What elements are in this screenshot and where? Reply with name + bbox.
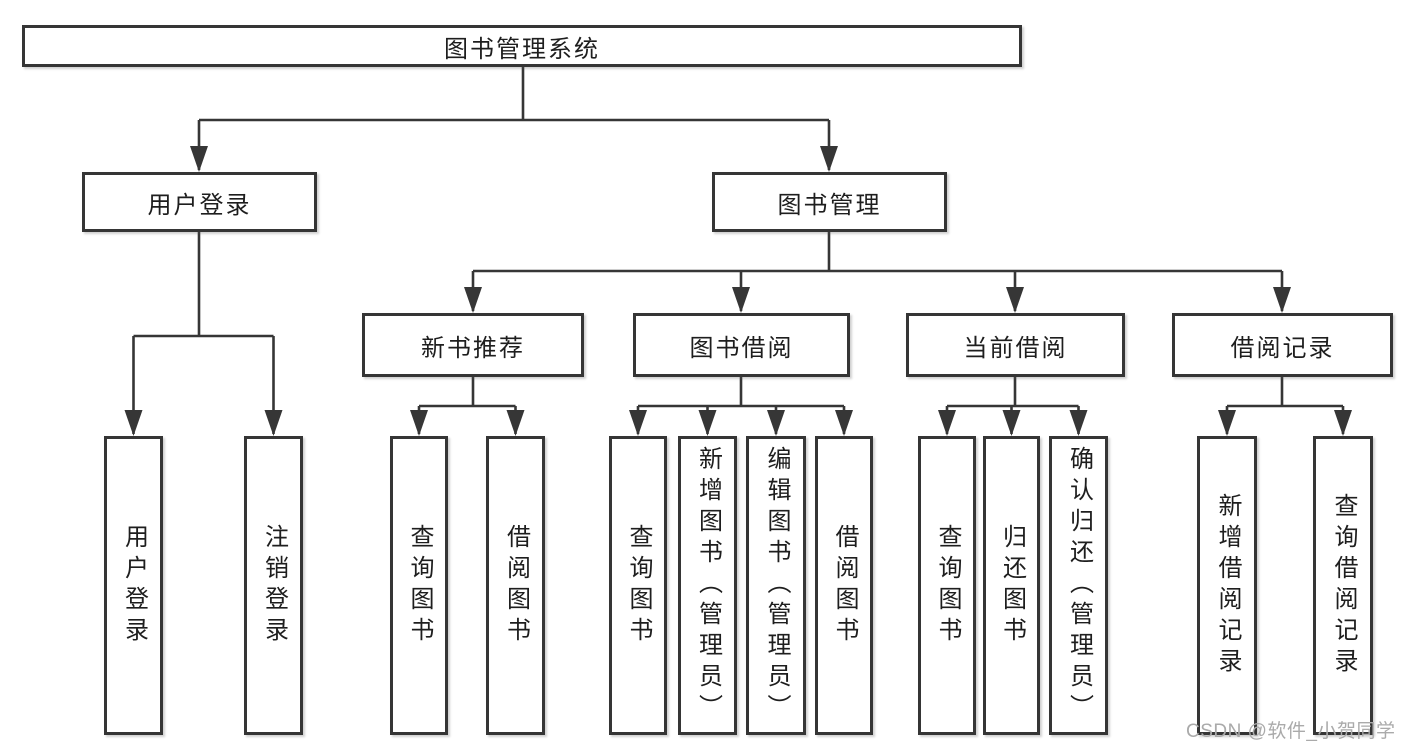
leaf-confirm-return-admin-label: 确认归还（管理员） xyxy=(1065,446,1093,725)
leaf-edit-book-admin-label: 编辑图书（管理员） xyxy=(763,446,790,725)
leaf-query-books-recommend-label: 查询图书 xyxy=(406,523,433,648)
leaf-return-book: 归还图书 xyxy=(983,436,1040,735)
leaf-confirm-return-admin: 确认归还（管理员） xyxy=(1049,436,1108,735)
node-new-book-recommend: 新书推荐 xyxy=(362,313,584,377)
leaf-user-login-label: 用户登录 xyxy=(120,523,148,648)
node-root-label: 图书管理系统 xyxy=(444,35,600,63)
node-book-management-label: 图书管理 xyxy=(777,191,882,219)
node-book-borrow: 图书借阅 xyxy=(633,313,850,377)
node-current-borrow: 当前借阅 xyxy=(906,313,1125,377)
leaf-return-book-label: 归还图书 xyxy=(998,523,1026,648)
leaf-query-books-current-label: 查询图书 xyxy=(934,523,961,648)
node-new-book-recommend-label: 新书推荐 xyxy=(421,334,525,362)
node-borrow-records: 借阅记录 xyxy=(1172,313,1393,377)
leaf-add-book-admin-label: 新增图书（管理员） xyxy=(694,446,722,725)
leaf-query-books-recommend: 查询图书 xyxy=(390,436,448,735)
node-user-login-label: 用户登录 xyxy=(147,191,252,219)
leaf-query-borrow-record: 查询借阅记录 xyxy=(1313,436,1373,735)
leaf-query-borrow-record-label: 查询借阅记录 xyxy=(1330,492,1357,679)
leaf-borrow-books: 借阅图书 xyxy=(815,436,873,735)
node-borrow-records-label: 借阅记录 xyxy=(1230,334,1335,362)
node-book-borrow-label: 图书借阅 xyxy=(689,334,794,362)
leaf-edit-book-admin: 编辑图书（管理员） xyxy=(746,436,806,735)
leaf-query-books-current: 查询图书 xyxy=(918,436,976,735)
leaf-logout-label: 注销登录 xyxy=(260,523,288,648)
node-root: 图书管理系统 xyxy=(22,25,1022,67)
node-current-borrow-label: 当前借阅 xyxy=(963,334,1068,362)
leaf-logout: 注销登录 xyxy=(244,436,303,735)
leaf-query-books-borrow: 查询图书 xyxy=(609,436,667,735)
leaf-query-books-borrow-label: 查询图书 xyxy=(625,523,652,648)
leaf-add-borrow-record-label: 新增借阅记录 xyxy=(1214,492,1241,679)
leaf-borrow-books-recommend-label: 借阅图书 xyxy=(502,523,530,648)
node-book-management: 图书管理 xyxy=(712,172,947,232)
leaf-user-login: 用户登录 xyxy=(104,436,163,735)
leaf-borrow-books-recommend: 借阅图书 xyxy=(486,436,545,735)
leaf-add-borrow-record: 新增借阅记录 xyxy=(1197,436,1257,735)
leaf-borrow-books-label: 借阅图书 xyxy=(831,523,858,648)
leaf-add-book-admin: 新增图书（管理员） xyxy=(678,436,737,735)
csdn-watermark: CSDN @软件_小贺同学 xyxy=(1186,721,1396,742)
node-user-login: 用户登录 xyxy=(82,172,317,232)
